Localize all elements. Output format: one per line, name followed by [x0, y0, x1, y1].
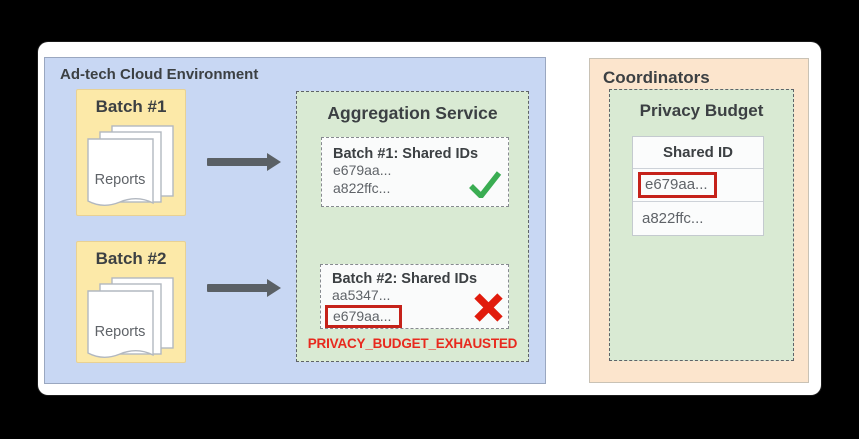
shared-id-value: a822ffc... [642, 210, 704, 227]
shared-id-table: Shared ID e679aa... a822ffc... [632, 136, 764, 236]
privacy-budget-exhausted-label: PRIVACY_BUDGET_EXHAUSTED [307, 336, 518, 351]
reports-document-stack-icon: Reports [87, 125, 174, 206]
batch-1-flow-arrow-icon [207, 153, 281, 171]
batch-2-result-title: Batch #2: Shared IDs [332, 271, 478, 287]
batch-1-result-box: Batch #1: Shared IDs e679aa... a822ffc..… [321, 137, 509, 207]
shared-id-value: a822ffc... [333, 179, 391, 196]
batch-1-label: Batch #1 [95, 97, 167, 116]
coordinators-title: Coordinators [603, 68, 710, 87]
aggregation-service-box: Aggregation Service Batch #1: Shared IDs… [296, 91, 529, 362]
diagram-card: Ad-tech Cloud Environment Batch #1 Repor… [38, 42, 821, 395]
batch-1-group: Batch #1 Reports [76, 89, 186, 216]
shared-id-value-flagged-row: e679aa... [325, 304, 508, 328]
coordinators-box: Coordinators Privacy Budget Shared ID e6… [589, 58, 809, 383]
flagged-shared-id-highlight: e679aa... [638, 172, 717, 198]
batch-2-reports-label: Reports [95, 324, 146, 340]
shared-id-value: e679aa... [333, 162, 392, 178]
batch-2-result-box: Batch #2: Shared IDs aa5347... e679aa... [320, 264, 509, 329]
batch-1-reports-label: Reports [95, 172, 146, 188]
privacy-budget-title: Privacy Budget [639, 101, 764, 120]
success-checkmark-icon [469, 171, 502, 198]
shared-id-value: aa5347... [332, 287, 391, 303]
batch-2-label: Batch #2 [95, 249, 167, 268]
privacy-budget-box: Privacy Budget Shared ID e679aa... a822f… [609, 89, 794, 361]
batch-1-result-title: Batch #1: Shared IDs [333, 146, 479, 162]
batch-2-flow-arrow-icon [207, 279, 281, 297]
table-row: a822ffc... [633, 202, 763, 235]
shared-id-table-header: Shared ID [633, 137, 763, 169]
flagged-shared-id-highlight: e679aa... [325, 304, 403, 328]
error-cross-icon [474, 293, 503, 322]
environment-title: Ad-tech Cloud Environment [60, 66, 259, 83]
reports-document-stack-icon: Reports [87, 277, 174, 358]
adtech-cloud-environment-box: Ad-tech Cloud Environment Batch #1 Repor… [44, 57, 546, 384]
table-row: e679aa... [633, 169, 763, 202]
aggregation-service-title: Aggregation Service [327, 103, 498, 123]
batch-2-group: Batch #2 Reports [76, 241, 186, 363]
